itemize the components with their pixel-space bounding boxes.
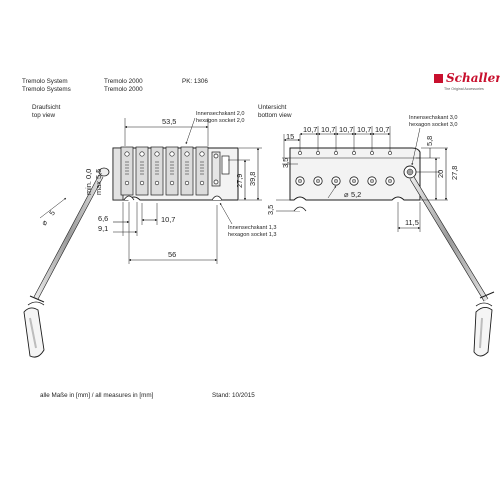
logo-brand: Schaller xyxy=(446,71,500,85)
bottom-socket-en: hexagon socket 3,0 xyxy=(409,122,458,128)
logo-tagline: The Original Accessories xyxy=(444,87,484,91)
bottom-view-string-holes-inner xyxy=(298,178,393,183)
dim-27-9: 27,9 xyxy=(235,174,244,188)
top-socket-de: Innensechskant 2,0 xyxy=(196,111,245,117)
dim-5-2: 5,2 xyxy=(351,190,361,199)
top-view-label-en: top view xyxy=(32,112,56,119)
dim-dia-5: ⌀ xyxy=(39,218,49,227)
top-view-label-de: Draufsicht xyxy=(32,104,61,111)
dim-27-8: 27,8 xyxy=(450,166,459,180)
top-view-mount-notches xyxy=(123,195,223,201)
dim-3-5-b: 3,5 xyxy=(266,205,275,215)
top-socket2-de: Innensechskant 1,3 xyxy=(228,225,277,231)
bottom-socket-de: Innensechskant 3,0 xyxy=(409,115,458,121)
dim-10-7-top: 10,7 xyxy=(161,215,175,224)
model-name-1: Tremolo 2000 xyxy=(104,78,143,85)
bottom-view-base-plate xyxy=(289,147,421,201)
dim-39-8: 39,8 xyxy=(248,172,257,186)
top-view-drawing: 53,5 Innensechskant 2,0 hexagon socket 2… xyxy=(23,111,277,358)
system-label-de: Tremolo System xyxy=(22,78,68,85)
dim-min: min. 0,0 xyxy=(84,169,93,195)
dim-3-5-a: 3,5 xyxy=(281,158,290,168)
dim-6-6: 6,6 xyxy=(98,214,108,223)
dim-max: max 5,5 xyxy=(94,169,103,195)
tremolo-arm-right xyxy=(409,176,495,357)
dim-56: 56 xyxy=(168,250,176,259)
revision-date: Stand: 10/2015 xyxy=(212,392,255,399)
dim-11-5: 11,5 xyxy=(405,218,419,227)
dim-5-8: 5,8 xyxy=(425,136,434,146)
dim-10-7-b2: 10,7 xyxy=(321,125,335,134)
bottom-view-drawing: 15 10,7 10,7 10,7 10,7 10,7 Innens xyxy=(266,115,495,357)
measures-note: alle Maße in [mm] / all measures in [mm] xyxy=(40,392,154,399)
system-label-en: Tremolo Systems xyxy=(22,86,71,93)
bottom-view-label-en: bottom view xyxy=(258,112,292,119)
saddle-screws xyxy=(124,151,205,186)
top-view-side-screws xyxy=(211,151,230,187)
dim-53-5: 53,5 xyxy=(162,117,176,126)
bottom-view-top-holes xyxy=(298,151,392,155)
dim-20: 20 xyxy=(436,170,445,178)
dim-10-7-b4: 10,7 xyxy=(357,125,371,134)
top-socket-en: hexagon socket 2,0 xyxy=(196,118,245,124)
dim-9-1: 9,1 xyxy=(98,224,108,233)
logo-mark xyxy=(434,74,443,83)
schaller-logo: Schaller The Original Accessories xyxy=(434,71,500,100)
tremolo-arm-left xyxy=(23,167,110,358)
arm-knob-right xyxy=(473,307,493,357)
dim-10-7-b1: 10,7 xyxy=(303,125,317,134)
model-name-2: Tremolo 2000 xyxy=(104,86,143,93)
arm-knob-left xyxy=(23,307,45,358)
dim-5: 5 xyxy=(47,209,57,218)
dim-10-7-b3: 10,7 xyxy=(339,125,353,134)
bottom-view-spacing-dims: 10,7 10,7 10,7 10,7 10,7 xyxy=(299,125,391,151)
bottom-view-label-de: Untersicht xyxy=(258,104,287,111)
saddle-springs xyxy=(125,161,204,175)
top-socket2-en: hexagon socket 1,3 xyxy=(228,232,277,238)
dim-dia-5-2-sym: ⌀ xyxy=(344,190,348,199)
part-number: PK: 1306 xyxy=(182,78,208,85)
bottom-view-mount-notches xyxy=(293,206,307,212)
dim-10-7-b5: 10,7 xyxy=(375,125,389,134)
dim-15: 15 xyxy=(286,132,294,141)
